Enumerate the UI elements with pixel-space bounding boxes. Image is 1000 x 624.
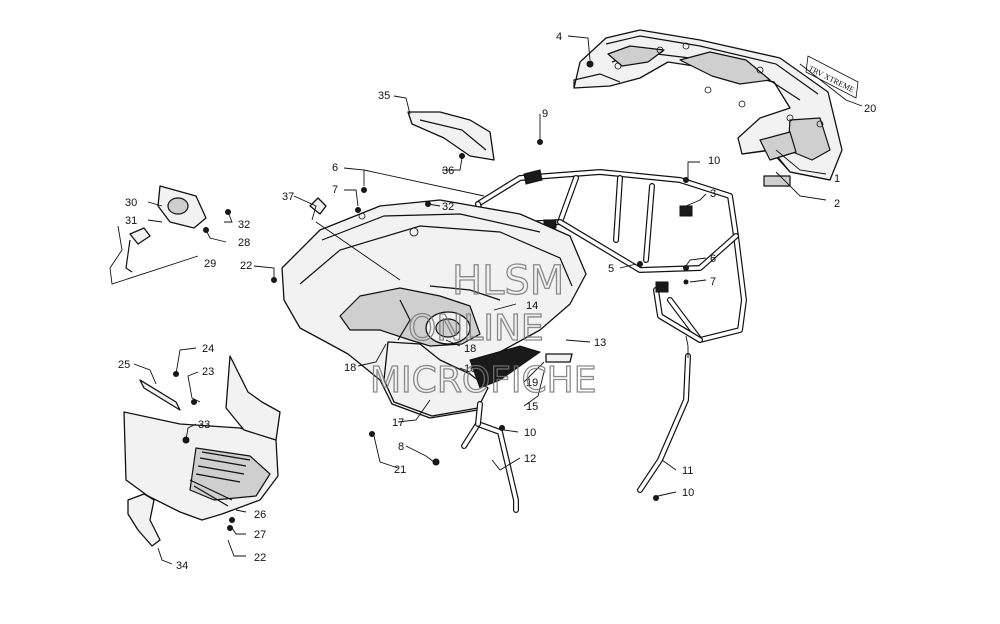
callout-7-left: 7 [332, 184, 338, 196]
callout-27: 27 [254, 529, 266, 541]
callout-3: 3 [710, 188, 716, 200]
leader-lines [109, 35, 863, 565]
callout-7-right: 7 [710, 276, 716, 288]
callout-6-right: 6 [710, 253, 716, 265]
callout-34: 34 [176, 560, 188, 572]
callout-6-left: 6 [332, 162, 338, 174]
callout-1: 1 [834, 173, 840, 185]
callout-37: 37 [282, 191, 294, 203]
callout-22-bottom: 22 [254, 552, 266, 564]
callout-29: 29 [204, 258, 216, 270]
callout-13: 13 [594, 337, 606, 349]
callout-4: 4 [556, 31, 562, 43]
watermark-line-2: ONLINE [408, 308, 544, 349]
bracket-part [461, 401, 519, 513]
deflector-part [127, 493, 161, 547]
callout-14: 14 [526, 300, 538, 312]
callout-10-top: 10 [708, 155, 720, 167]
callout-24: 24 [202, 343, 214, 355]
callout-15: 15 [526, 401, 538, 413]
callout-36: 36 [442, 165, 454, 177]
callout-18-right: 18 [464, 343, 476, 355]
footwell-part [123, 355, 281, 521]
rear-fender-body-part [281, 199, 587, 419]
callout-11: 11 [682, 465, 693, 477]
callout-31: 31 [125, 215, 137, 227]
callout-18-left: 18 [344, 362, 356, 374]
callout-8: 8 [398, 441, 404, 453]
rear-rack-part [573, 29, 843, 187]
watermark: HLSM ONLINE MICROFICHE [369, 257, 597, 401]
callout-22-top: 22 [240, 260, 252, 272]
callout-10-mid: 10 [524, 427, 536, 439]
callout-5: 5 [608, 263, 614, 275]
callout-16: 16 [464, 363, 476, 375]
callout-32-left: 32 [238, 219, 250, 231]
callout-12: 12 [524, 453, 536, 465]
callout-28: 28 [238, 237, 250, 249]
watermark-line-1: HLSM [452, 258, 564, 304]
callout-17: 17 [392, 417, 404, 429]
callout-10-bottom: 10 [682, 487, 694, 499]
callout-32-center: 32 [442, 201, 454, 213]
callout-20: 20 [864, 103, 876, 115]
callout-9: 9 [542, 108, 548, 120]
front-rack-frame-part [475, 169, 747, 343]
support-rod-part [637, 353, 691, 493]
plate-part [139, 379, 181, 411]
callout-33: 33 [198, 419, 210, 431]
callout-23: 23 [202, 366, 214, 378]
callout-25: 25 [118, 359, 130, 371]
callout-labels: 4 20 1 2 10 3 9 6 7 5 6 7 32 36 35 37 22… [118, 31, 876, 572]
callout-30: 30 [125, 197, 137, 209]
watermark-line-3: MICROFICHE [370, 360, 596, 401]
callout-21: 21 [394, 464, 406, 476]
side-panel-part [407, 111, 495, 161]
callout-19: 19 [526, 377, 538, 389]
callout-26: 26 [254, 509, 266, 521]
callout-2: 2 [834, 198, 840, 210]
callout-35: 35 [378, 90, 390, 102]
light-assembly-part [125, 185, 207, 273]
